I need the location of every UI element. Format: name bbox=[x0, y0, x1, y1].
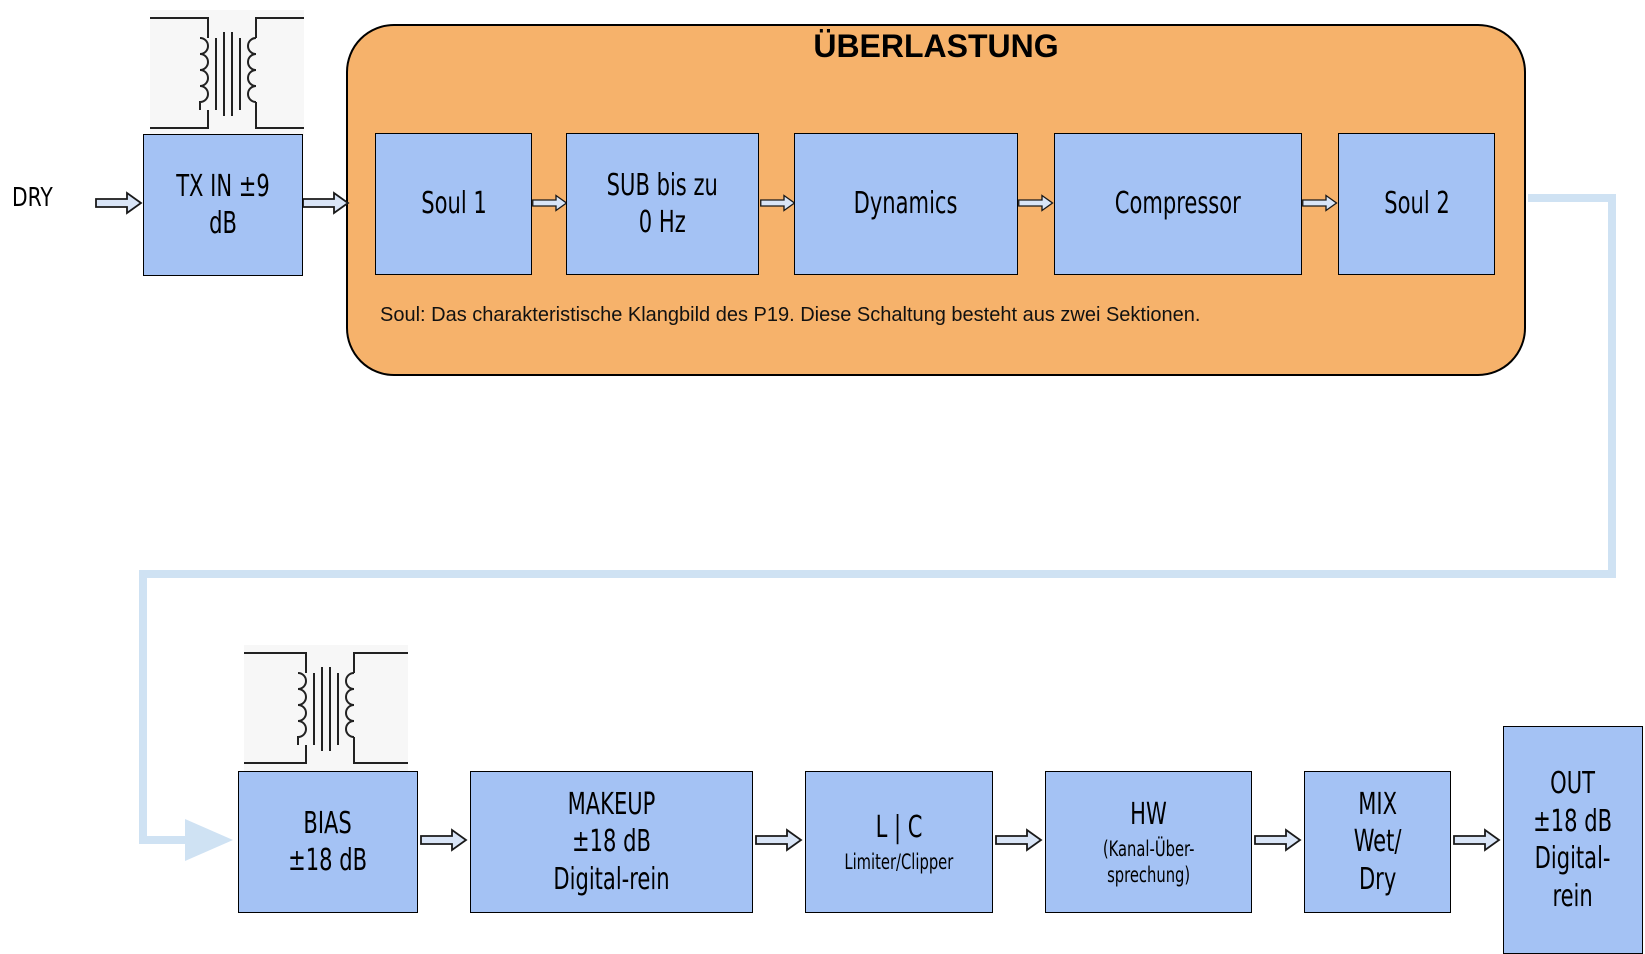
return-connector bbox=[139, 194, 1616, 844]
lc-sublabel: Limiter/Clipper bbox=[844, 849, 954, 874]
arrow-dry-to-txin bbox=[95, 192, 142, 214]
out-label: OUT ±18 dB Digital- rein bbox=[1533, 766, 1613, 914]
arrow-soul1-to-sub bbox=[532, 194, 568, 212]
arrow-bias-to-makeup bbox=[420, 829, 467, 851]
arrow-dynamics-to-compressor bbox=[1018, 194, 1054, 212]
hw-label: HW bbox=[1130, 797, 1167, 832]
makeup-label: MAKEUP ±18 dB Digital-rein bbox=[553, 786, 670, 897]
dry-input-label: DRY bbox=[12, 183, 53, 213]
arrow-makeup-to-lc bbox=[755, 829, 802, 851]
arrow-txin-to-soul1 bbox=[302, 192, 349, 214]
transformer-icon bbox=[244, 645, 408, 771]
lc-label: L | C bbox=[875, 810, 923, 846]
compressor-block: Compressor bbox=[1054, 133, 1302, 275]
soul2-label: Soul 2 bbox=[1383, 186, 1450, 222]
dynamics-label: Dynamics bbox=[854, 186, 958, 222]
return-connector-arrowhead bbox=[185, 819, 233, 861]
tx-in-block: TX IN ±9 dB bbox=[143, 134, 303, 276]
dynamics-block: Dynamics bbox=[794, 133, 1018, 275]
bias-block: BIAS ±18 dB bbox=[238, 771, 418, 913]
soul2-block: Soul 2 bbox=[1338, 133, 1495, 275]
mix-label: MIX Wet/ Dry bbox=[1353, 786, 1402, 897]
arrow-lc-to-hw bbox=[995, 829, 1042, 851]
group-title: ÜBERLASTUNG bbox=[813, 28, 1059, 64]
group-note: Soul: Das charakteristische Klangbild de… bbox=[380, 304, 1201, 326]
soul1-block: Soul 1 bbox=[375, 133, 532, 275]
compressor-label: Compressor bbox=[1114, 186, 1242, 222]
arrow-hw-to-mix bbox=[1254, 829, 1301, 851]
tx-in-label: TX IN ±9 dB bbox=[176, 168, 270, 242]
transformer-icon bbox=[150, 10, 304, 136]
arrow-mix-to-out bbox=[1453, 829, 1500, 851]
out-block: OUT ±18 dB Digital- rein bbox=[1503, 726, 1643, 954]
arrow-sub-to-dynamics bbox=[760, 194, 796, 212]
hw-sublabel: (Kanal-Über- sprechung) bbox=[1102, 836, 1195, 887]
soul1-label: Soul 1 bbox=[420, 186, 487, 222]
makeup-block: MAKEUP ±18 dB Digital-rein bbox=[470, 771, 753, 913]
sub-label: SUB bis zu 0 Hz bbox=[606, 167, 719, 241]
mix-block: MIX Wet/ Dry bbox=[1304, 771, 1451, 913]
arrow-compressor-to-soul2 bbox=[1302, 194, 1338, 212]
lc-block: L | C Limiter/Clipper bbox=[805, 771, 993, 913]
hw-block: HW (Kanal-Über- sprechung) bbox=[1045, 771, 1252, 913]
bias-label: BIAS ±18 dB bbox=[288, 805, 368, 879]
sub-block: SUB bis zu 0 Hz bbox=[566, 133, 759, 275]
